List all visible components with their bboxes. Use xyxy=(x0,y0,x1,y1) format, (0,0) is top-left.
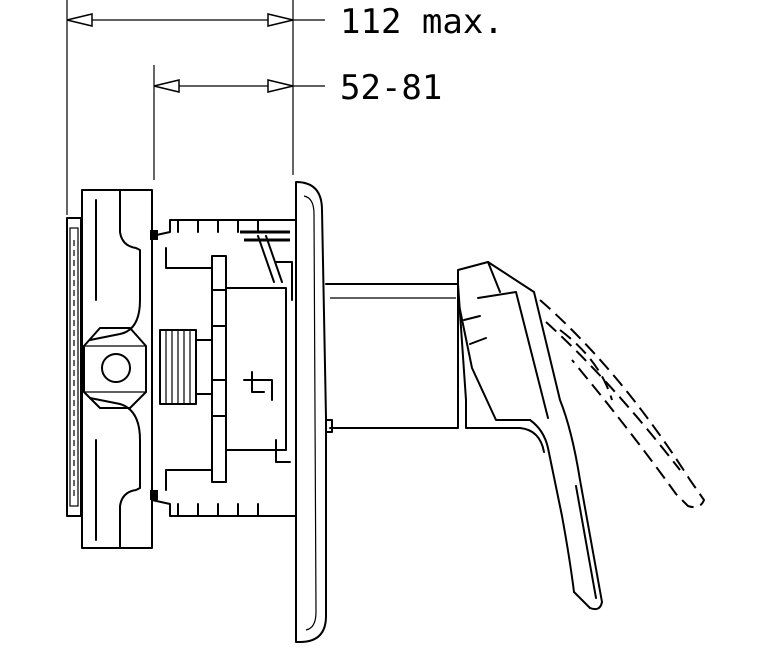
cover-plate xyxy=(295,181,333,643)
lever-handle-alt-position xyxy=(539,299,706,509)
dimension-overall: 112 max. xyxy=(66,0,504,215)
cartridge xyxy=(150,219,297,517)
lever-handle xyxy=(457,261,603,611)
dimension-wall-range: 52-81 xyxy=(153,65,442,180)
valve-body xyxy=(81,189,153,549)
mounting-plate xyxy=(66,217,82,517)
dimension-label-wall-range: 52-81 xyxy=(340,68,442,108)
dimension-label-overall: 112 max. xyxy=(340,2,504,42)
lever-housing xyxy=(325,283,545,453)
